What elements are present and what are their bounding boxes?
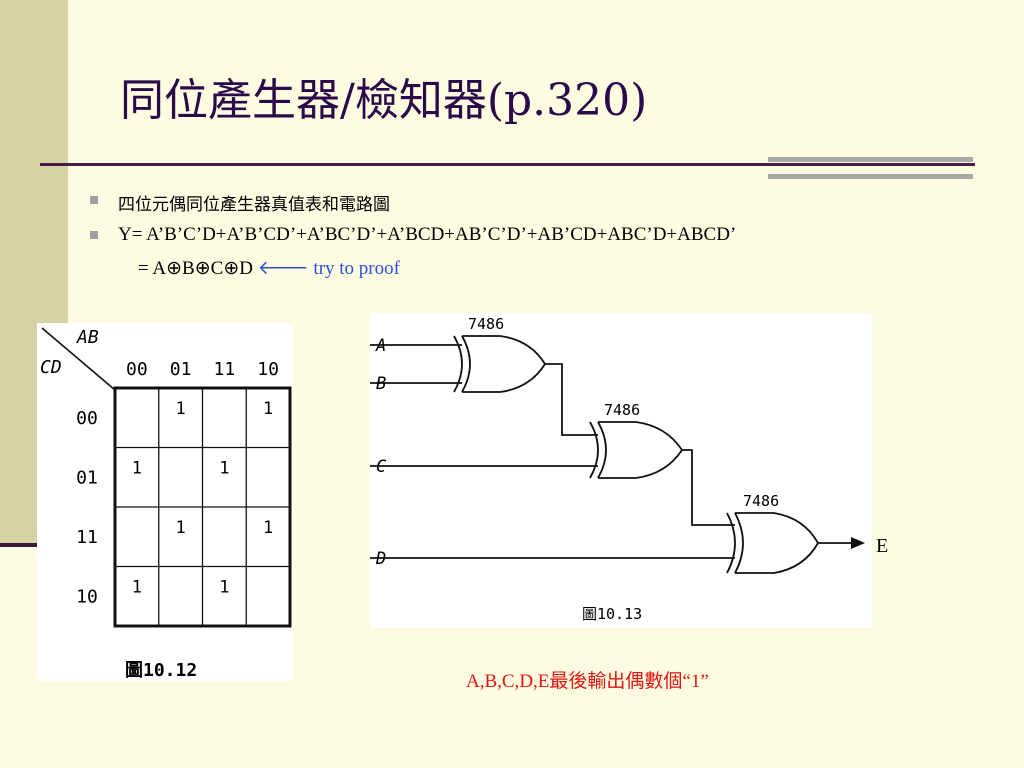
xor-gate-2 — [589, 421, 684, 479]
kmap-row-header: 11 — [76, 527, 98, 548]
kmap-row-header: 10 — [76, 586, 98, 607]
kmap-cell: 1 — [263, 518, 273, 538]
bullet-text-1: 四位元偶同位產生器真值表和電路圖 — [118, 195, 390, 215]
left-accent-rule — [0, 543, 68, 547]
wire-g1-out — [545, 363, 598, 436]
xor-gate-1 — [453, 335, 547, 393]
kmap-cell: 1 — [176, 518, 186, 538]
kmap-cell: 1 — [219, 458, 229, 478]
output-label-e: E — [876, 535, 889, 557]
bullet-text-2: Y= A’B’C’D+A’B’CD’+A’BC’D’+A’BCD+AB’C’D’… — [118, 224, 737, 245]
kmap-col-header: 01 — [170, 359, 192, 380]
kmap-cell: 1 — [176, 399, 186, 419]
kmap-col-header: 00 — [126, 359, 148, 380]
arrow-left-icon: 🡐 — [257, 258, 309, 279]
footer-note: A,B,C,D,E最後輸出偶數個“1” — [466, 671, 709, 692]
xor-gate-3 — [726, 512, 820, 574]
kmap-col-header: 10 — [257, 359, 279, 380]
kmap-row-var: AB — [76, 327, 99, 348]
kmap-diagonal — [41, 327, 116, 391]
input-label-c: C — [376, 457, 387, 477]
kmap-caption: 圖10.12 — [125, 660, 197, 681]
equation-line: = A⊕B⊕C⊕D 🡐 try to proof — [138, 256, 400, 280]
input-label-b: B — [376, 374, 386, 394]
kmap-col-header: 11 — [214, 359, 236, 380]
kmap-row-header: 01 — [76, 467, 98, 488]
slide-title: 同位產生器/檢知器(p.320) — [120, 75, 648, 126]
input-label-a: A — [375, 336, 386, 356]
bullet-marker — [90, 196, 98, 204]
kmap-cell: 1 — [219, 577, 229, 597]
wire-g2-out — [682, 449, 735, 526]
output-arrow-icon — [851, 537, 865, 549]
title-divider — [40, 163, 975, 166]
kmap-cell: 1 — [263, 399, 273, 419]
kmap-cell: 1 — [132, 458, 142, 478]
circuit-panel: A B C D 7486 7486 7486 圖10.13 — [370, 313, 872, 628]
gray-band-bottom — [768, 174, 973, 179]
gray-band-top — [768, 157, 973, 162]
kmap-col-var: CD — [40, 357, 62, 378]
bullet-marker — [90, 231, 98, 239]
kmap-row-header: 00 — [76, 408, 98, 429]
gate-2-label: 7486 — [604, 401, 640, 419]
proof-hint: try to proof — [313, 258, 400, 279]
xor-circuit: A B C D 7486 7486 7486 圖10.13 — [370, 315, 865, 623]
kmap-cell: 1 — [132, 577, 142, 597]
input-label-d: D — [375, 549, 386, 569]
circuit-caption: 圖10.13 — [582, 605, 642, 623]
gate-1-label: 7486 — [468, 315, 504, 333]
gate-3-label: 7486 — [743, 492, 779, 510]
xor-equation: = A⊕B⊕C⊕D — [138, 258, 253, 279]
